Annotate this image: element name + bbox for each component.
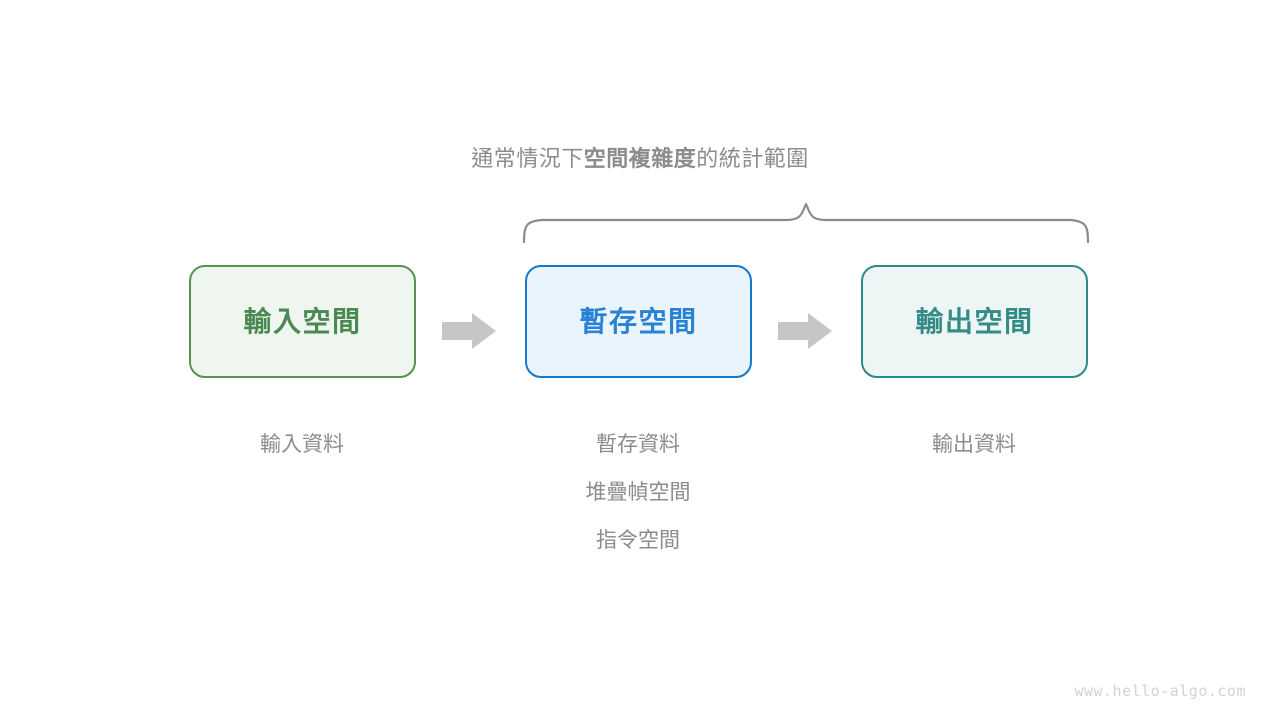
caption-input-data: 輸入資料: [260, 432, 344, 456]
caption-output-data: 輸出資料: [932, 432, 1016, 456]
caption-group-temp: 暫存資料 堆疊幀空間 指令空間: [518, 420, 758, 564]
scope-title-suffix: 的統計範圍: [696, 147, 809, 172]
right-arrow-icon: [778, 313, 832, 349]
node-output-space[interactable]: 輸出空間: [861, 265, 1088, 378]
caption-group-input: 輸入資料: [182, 420, 422, 468]
scope-title-emphasis: 空間複雜度: [583, 147, 697, 172]
node-output-space-label: 輸出空間: [915, 304, 1034, 338]
curly-brace-icon: [522, 202, 1090, 244]
caption-group-output: 輸出資料: [854, 420, 1094, 468]
watermark-url: www.hello-algo.com: [1074, 682, 1246, 700]
caption-instruction-space: 指令空間: [596, 528, 680, 552]
right-arrow-icon: [442, 313, 496, 349]
flow-row: 輸入空間 暫存空間 輸出空間: [0, 265, 1280, 381]
node-temp-space-label: 暫存空間: [579, 304, 698, 338]
node-input-space[interactable]: 輸入空間: [189, 265, 416, 378]
caption-stack-frame-space: 堆疊幀空間: [585, 480, 691, 504]
scope-title: 通常情況下空間複雜度的統計範圍: [0, 145, 1280, 175]
node-input-space-label: 輸入空間: [243, 304, 362, 338]
caption-temp-data: 暫存資料: [596, 432, 680, 456]
node-temp-space[interactable]: 暫存空間: [525, 265, 752, 378]
scope-title-prefix: 通常情況下: [471, 147, 584, 172]
